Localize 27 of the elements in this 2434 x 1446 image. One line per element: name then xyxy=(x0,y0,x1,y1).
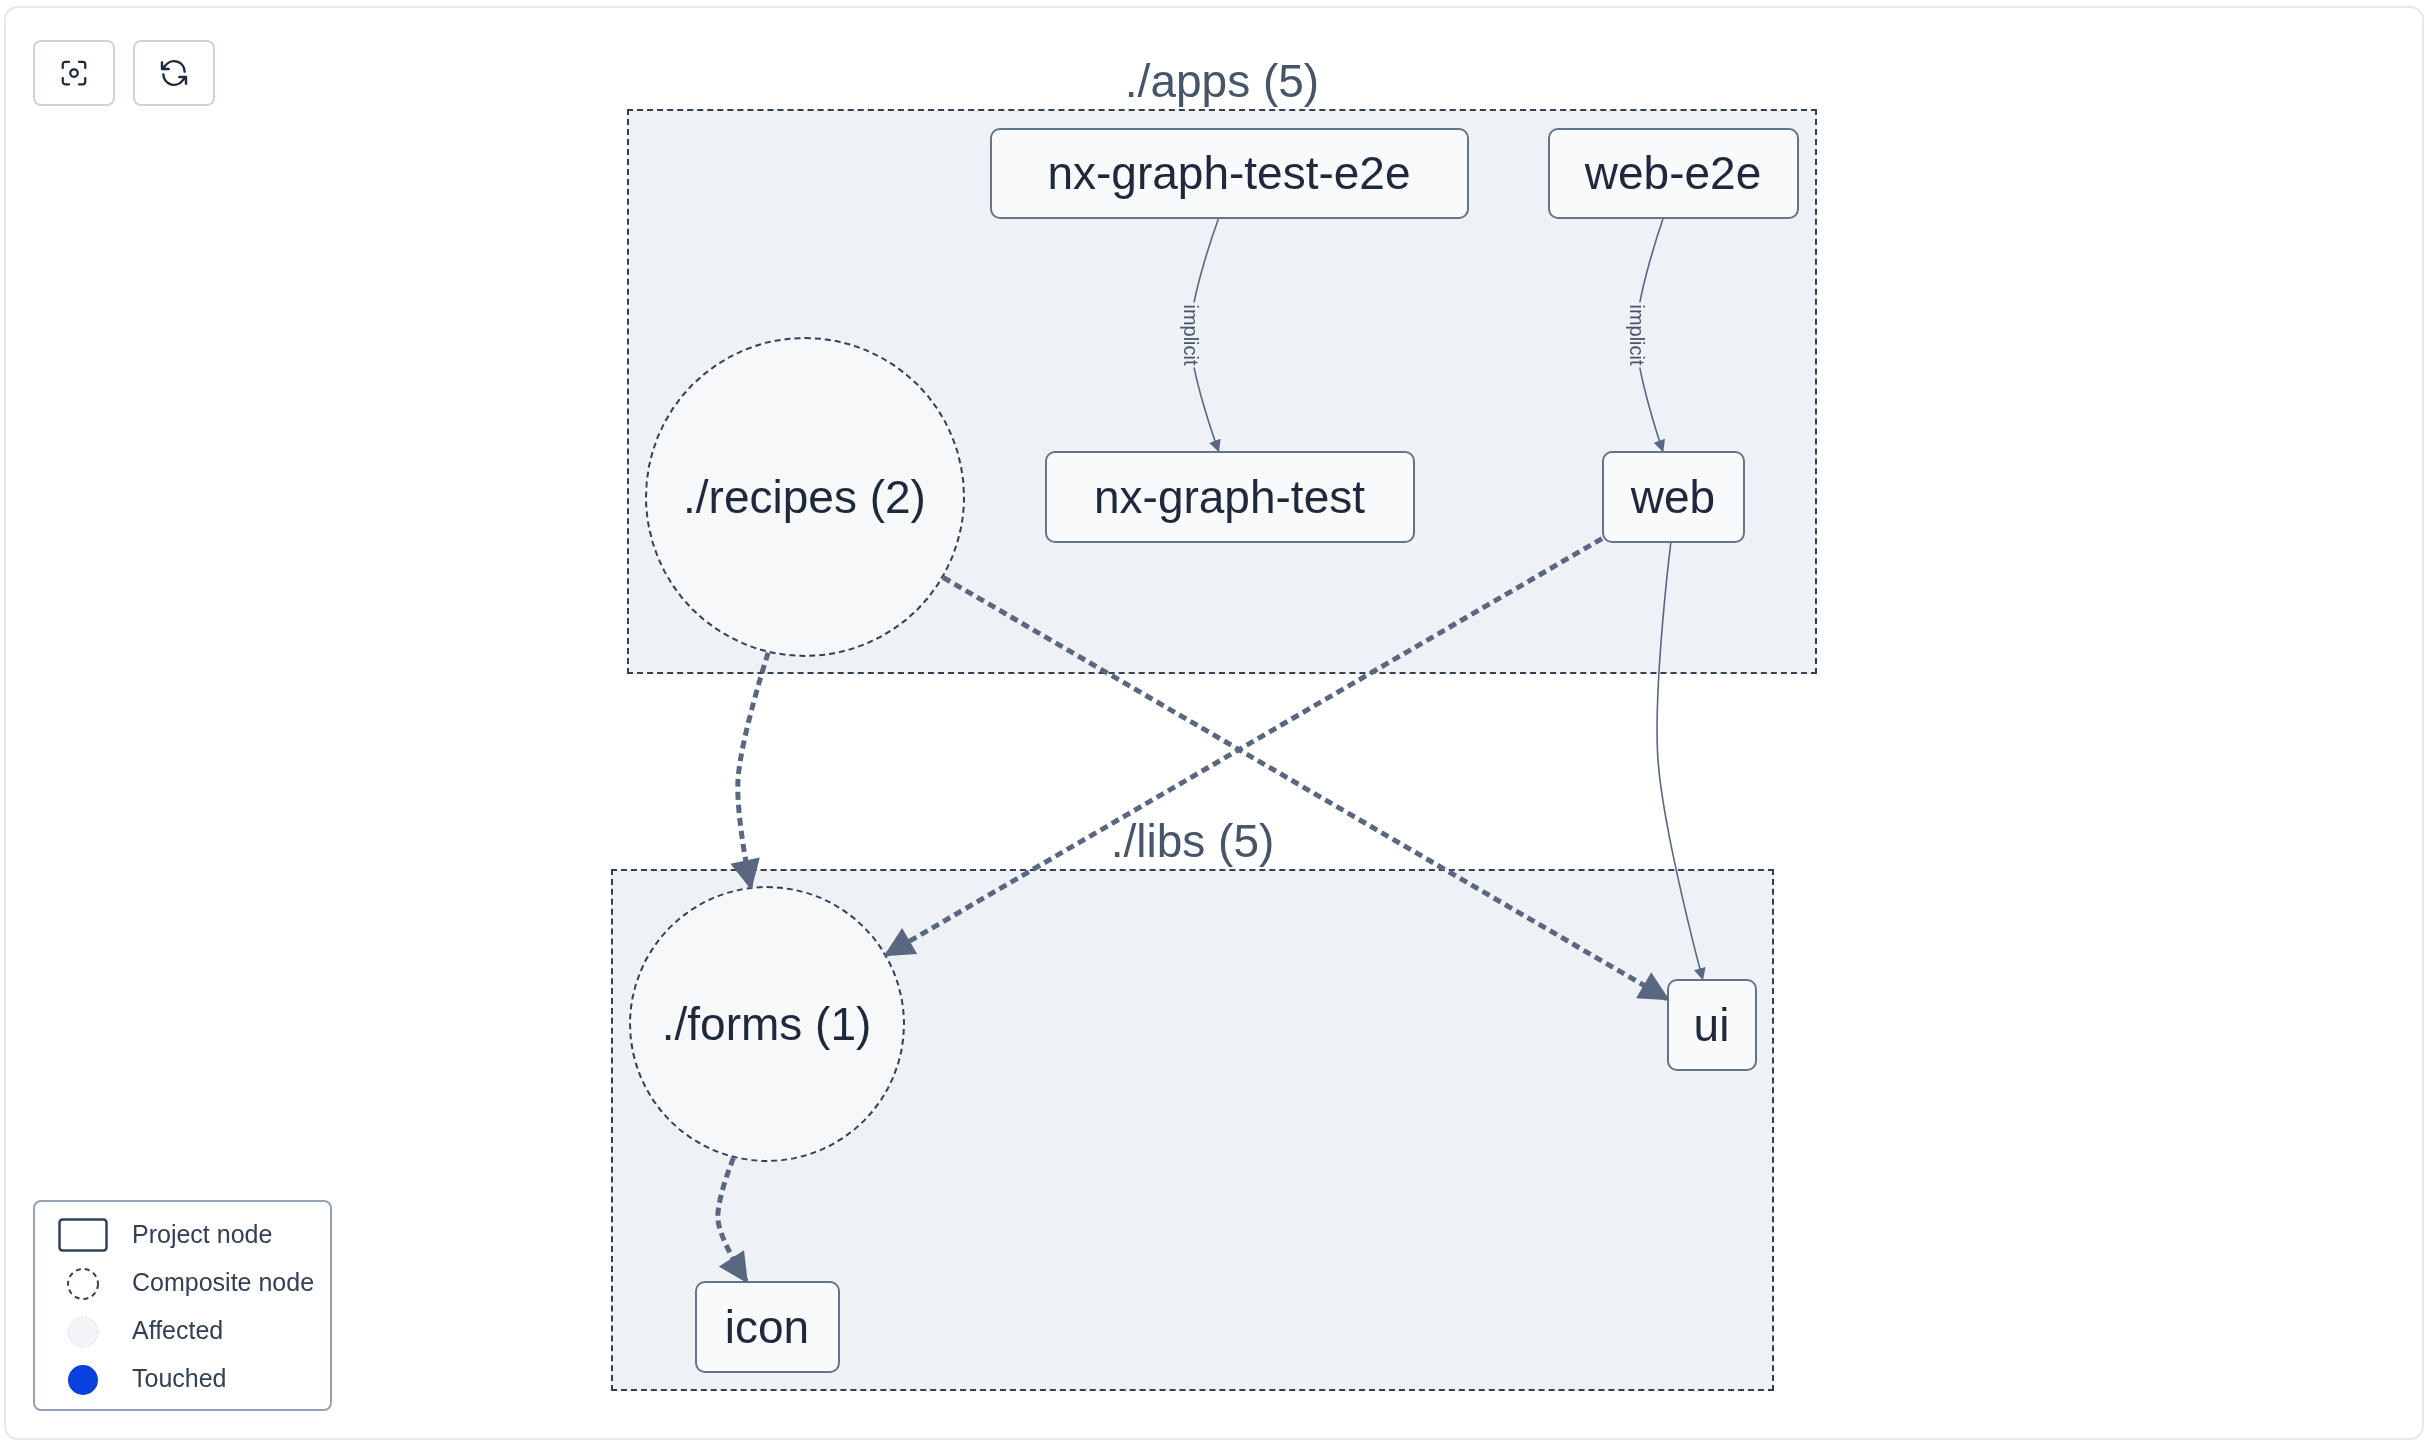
project-node xyxy=(1044,450,1415,543)
project-node xyxy=(1666,978,1757,1071)
node-label: ./forms (1) xyxy=(661,997,872,1050)
legend-label: Touched xyxy=(132,1363,227,1393)
node-label: ui xyxy=(1693,998,1730,1051)
node-label: ./recipes (2) xyxy=(683,470,926,523)
group-heading: ./libs (5) xyxy=(1109,815,1276,867)
node-label: icon xyxy=(724,1300,810,1353)
node-label: nx-graph-test-e2e xyxy=(1047,147,1411,199)
dependency-arrow xyxy=(1656,542,1706,981)
dependency-arrow xyxy=(883,536,1604,957)
node-label: web-e2e xyxy=(1584,147,1762,199)
project-node xyxy=(1601,450,1745,543)
dependency-arrow xyxy=(730,651,771,890)
dependency-arrow xyxy=(715,1156,749,1284)
project-node xyxy=(1547,127,1799,219)
legend-label: Composite node xyxy=(132,1267,315,1297)
edge-label: implicit xyxy=(1625,302,1648,368)
dependency-arrow xyxy=(942,575,1670,1001)
project-node xyxy=(694,1280,840,1373)
node-label: nx-graph-test xyxy=(1094,470,1365,523)
legend-label: Project node xyxy=(132,1219,273,1249)
node-label: web xyxy=(1630,470,1716,523)
edge-label: implicit xyxy=(1179,302,1202,368)
group-heading: ./apps (5) xyxy=(1123,55,1321,107)
project-node xyxy=(989,127,1469,219)
legend-label: Affected xyxy=(132,1315,224,1345)
